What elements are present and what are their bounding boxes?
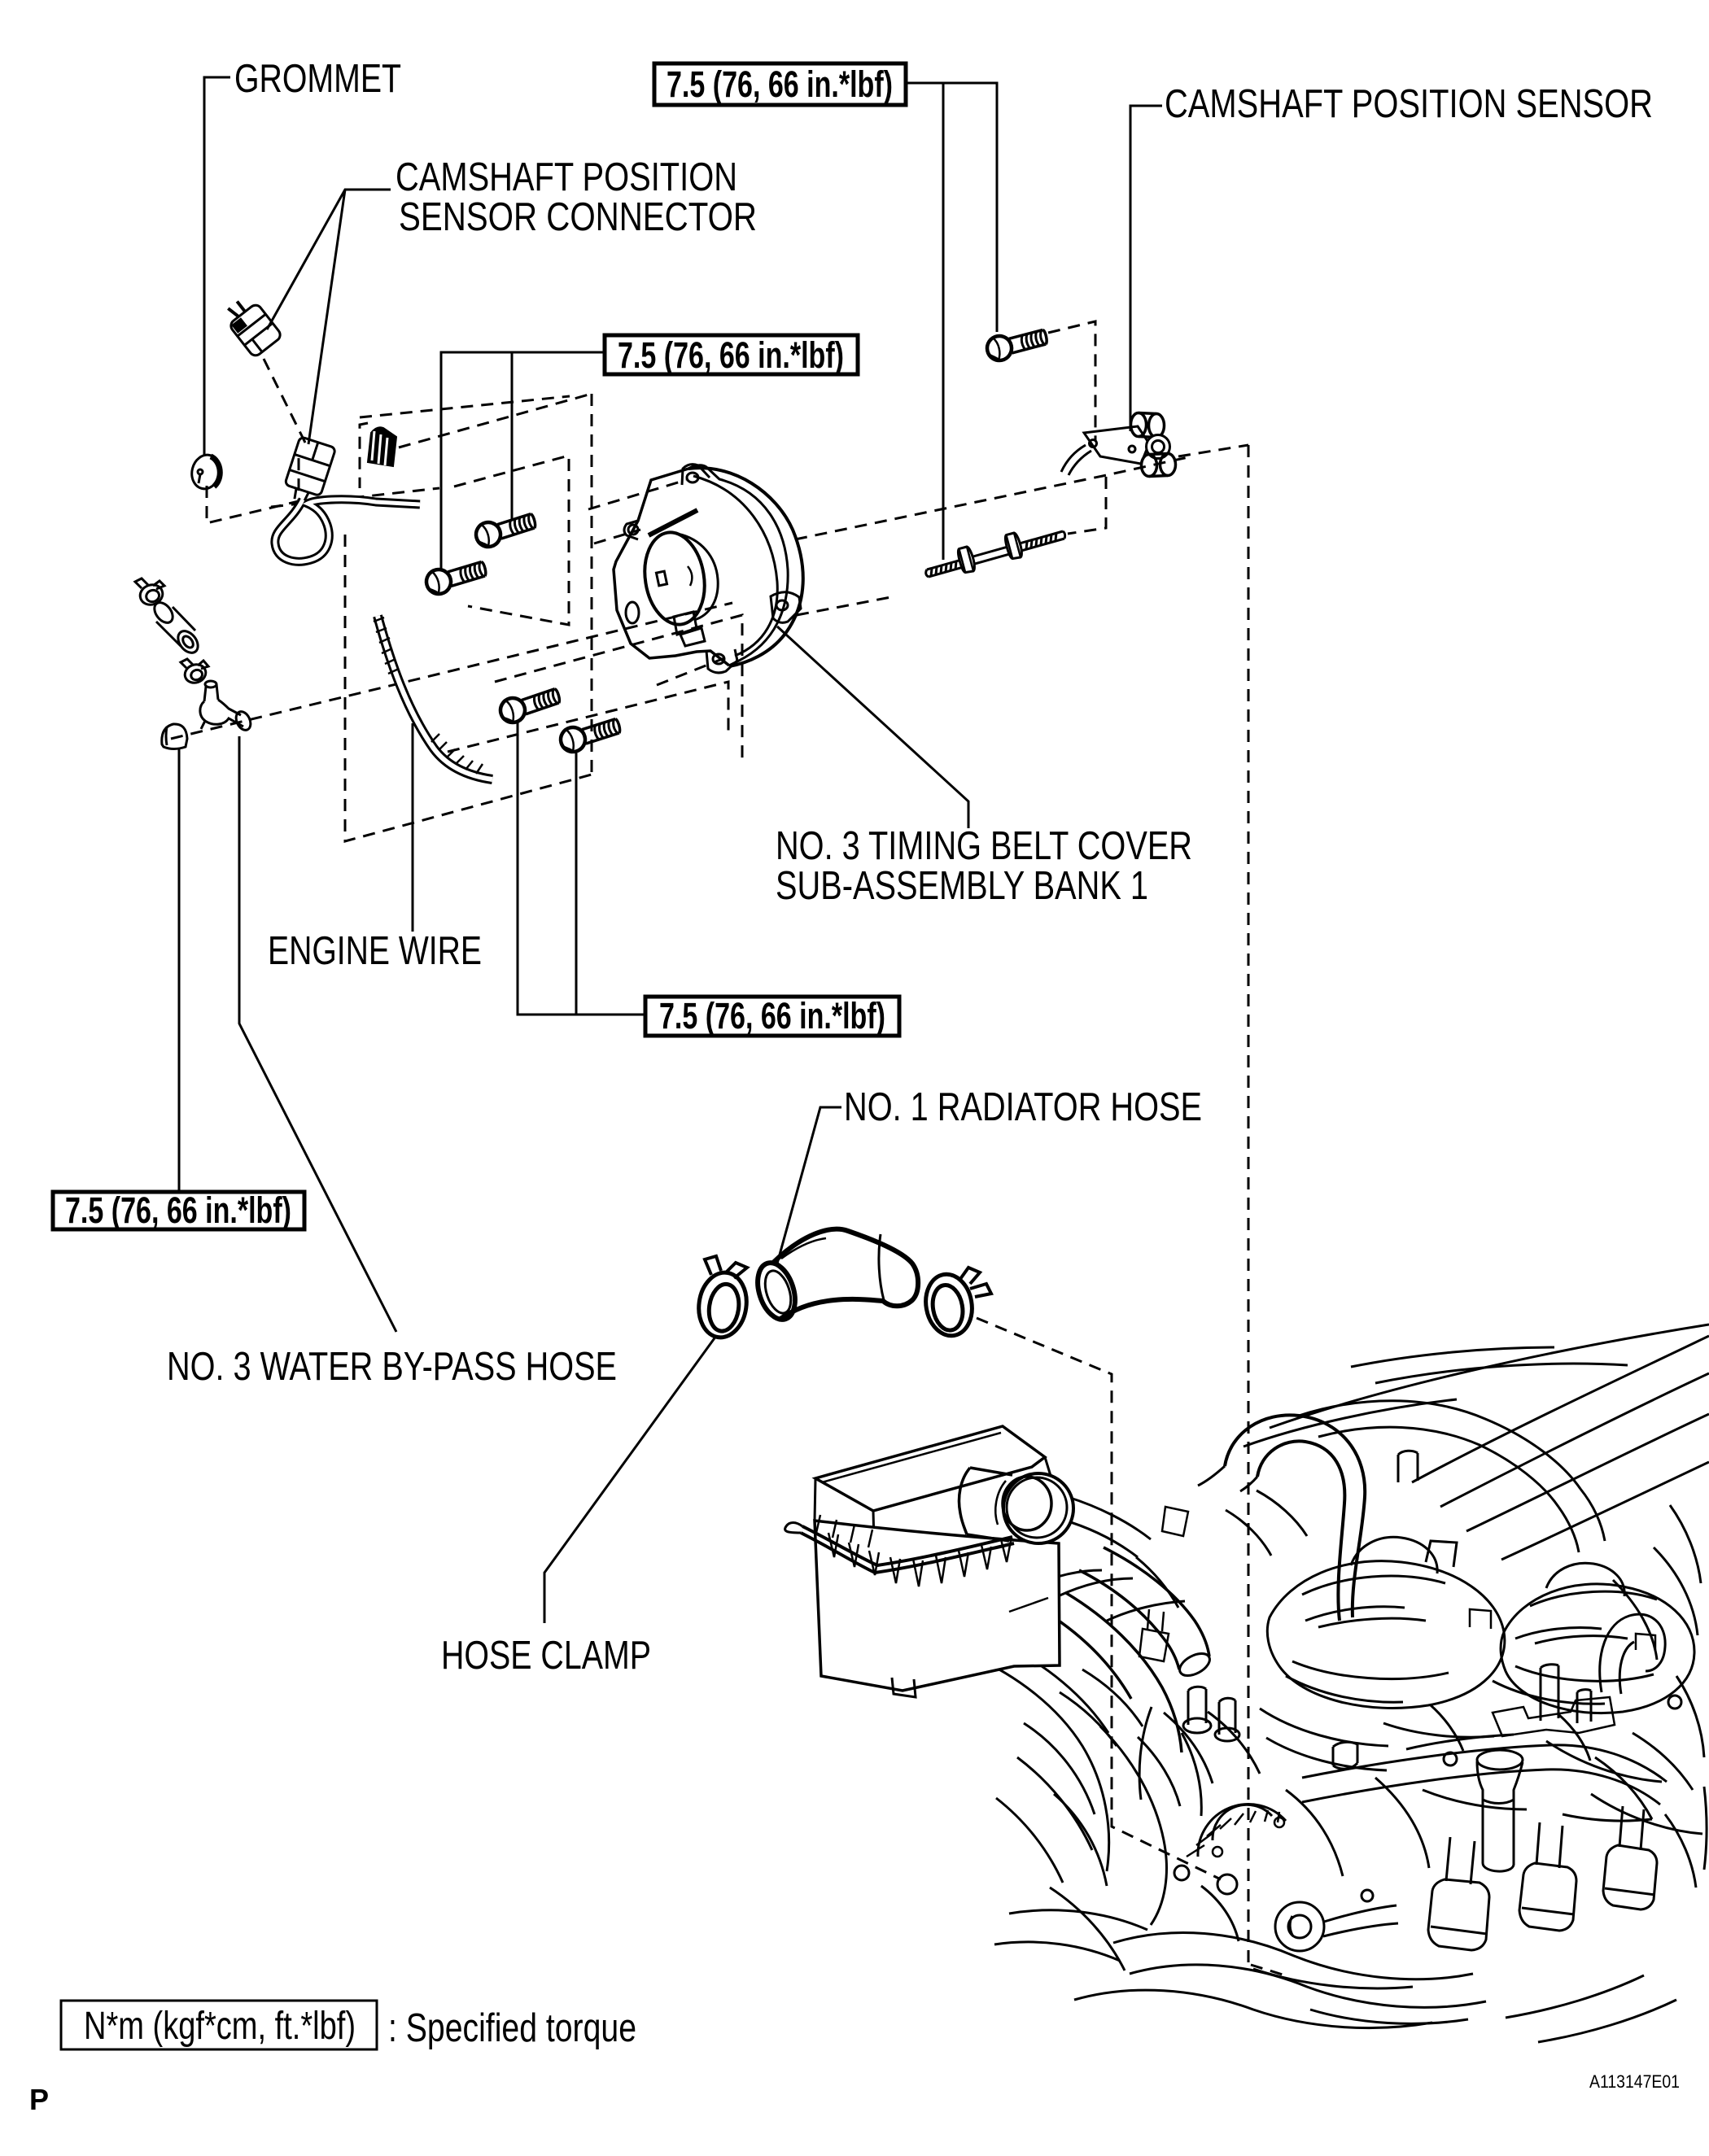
svg-text:7.5 (76, 66 in.*lbf): 7.5 (76, 66 in.*lbf)	[618, 334, 844, 376]
svg-text:NO. 3 WATER BY-PASS HOSE: NO. 3 WATER BY-PASS HOSE	[167, 1345, 617, 1389]
svg-text:N*m (kgf*cm, ft.*lbf): N*m (kgf*cm, ft.*lbf)	[84, 2005, 356, 2048]
svg-text:: Specified torque: : Specified torque	[388, 2006, 636, 2050]
svg-text:7.5 (76, 66 in.*lbf): 7.5 (76, 66 in.*lbf)	[667, 63, 893, 105]
svg-text:SUB-ASSEMBLY BANK 1: SUB-ASSEMBLY BANK 1	[776, 864, 1148, 908]
svg-text:SENSOR CONNECTOR: SENSOR CONNECTOR	[399, 195, 757, 239]
svg-text:A113147E01: A113147E01	[1589, 2071, 1680, 2092]
svg-text:ENGINE WIRE: ENGINE WIRE	[268, 929, 482, 973]
svg-text:NO. 1 RADIATOR HOSE: NO. 1 RADIATOR HOSE	[844, 1085, 1202, 1129]
svg-text:CAMSHAFT POSITION: CAMSHAFT POSITION	[396, 155, 737, 199]
svg-text:GROMMET: GROMMET	[234, 57, 401, 101]
svg-text:P: P	[29, 2083, 49, 2116]
svg-text:7.5 (76, 66 in.*lbf): 7.5 (76, 66 in.*lbf)	[659, 995, 885, 1037]
svg-text:NO. 3 TIMING BELT COVER: NO. 3 TIMING BELT COVER	[776, 824, 1192, 868]
svg-text:CAMSHAFT POSITION SENSOR: CAMSHAFT POSITION SENSOR	[1165, 82, 1653, 126]
svg-text:7.5 (76, 66 in.*lbf): 7.5 (76, 66 in.*lbf)	[65, 1189, 291, 1231]
svg-text:HOSE CLAMP: HOSE CLAMP	[441, 1634, 651, 1678]
